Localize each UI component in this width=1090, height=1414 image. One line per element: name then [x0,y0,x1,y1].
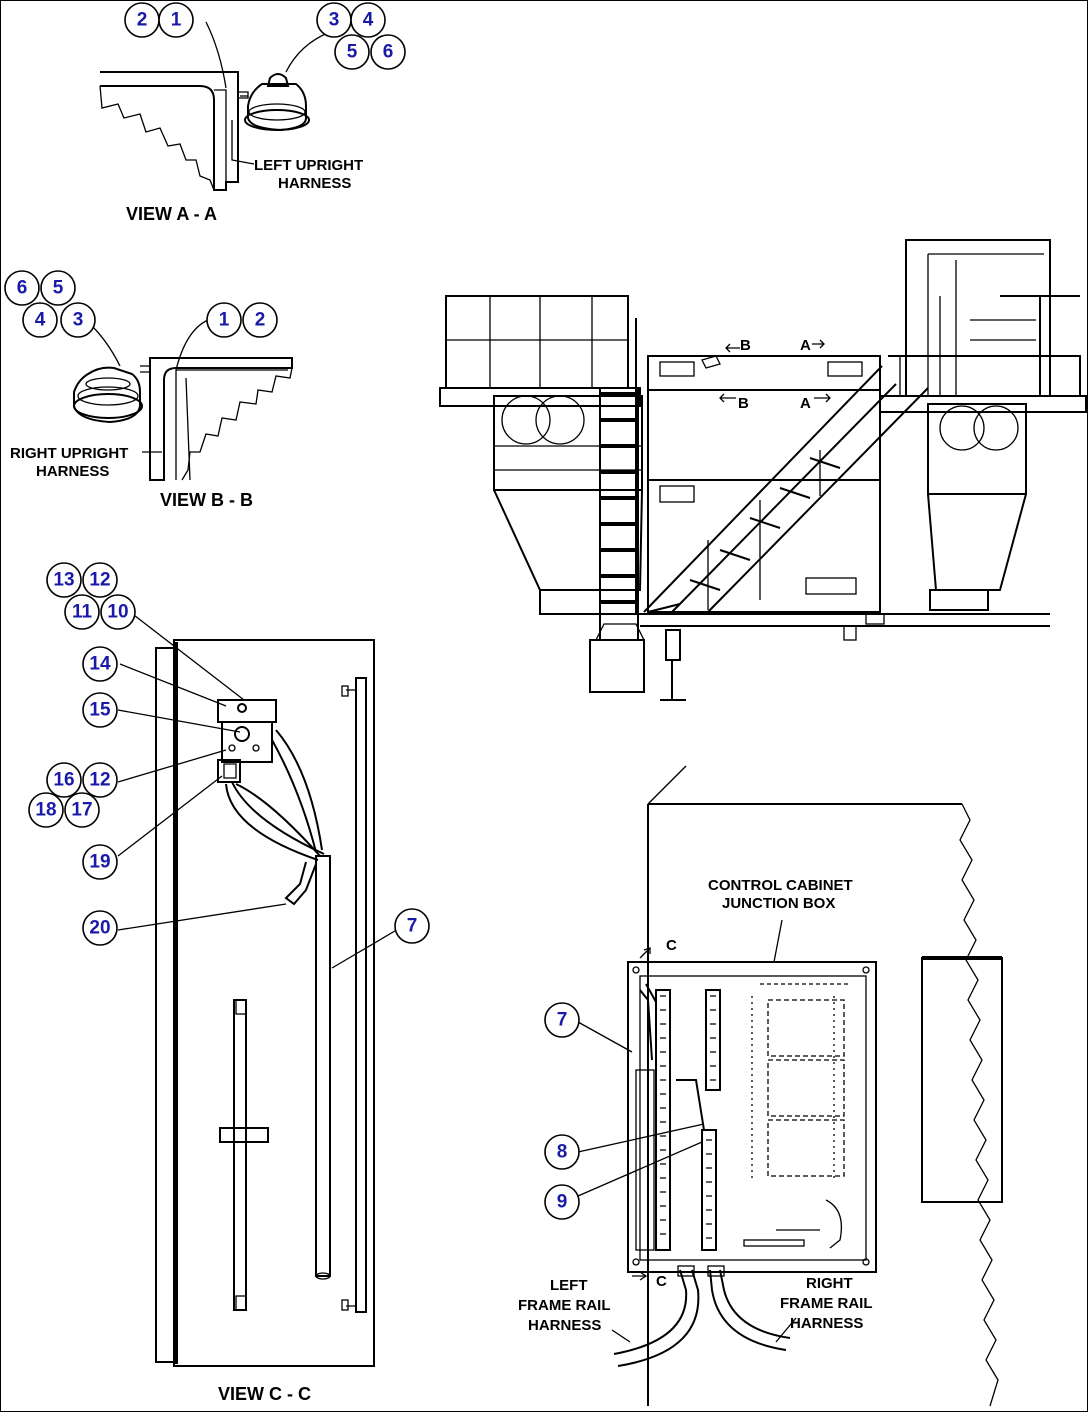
terminal-strip [219,999,269,1311]
callout-bubble: 6 [370,34,406,70]
svg-text:1: 1 [219,310,230,331]
left-upright-label-2: HARNESS [278,175,351,192]
callout-bubble: 18 [28,792,64,828]
callout-bubble: 7 [394,908,430,944]
svg-text:2: 2 [255,310,266,331]
marker-b-mid: B [738,395,749,412]
svg-text:5: 5 [53,278,64,299]
svg-text:19: 19 [89,852,110,873]
callout-bubble: 11 [64,594,100,630]
control-cabinet-label-2: JUNCTION BOX [722,895,835,912]
right-frame-label-1: RIGHT [806,1275,853,1292]
svg-text:6: 6 [17,278,28,299]
svg-text:4: 4 [35,310,46,331]
svg-text:14: 14 [89,654,111,675]
svg-text:8: 8 [557,1142,568,1163]
horn-right [73,366,143,424]
callout-bubble: 7 [544,1002,580,1038]
view-c-c-label: VIEW C - C [218,1384,311,1404]
svg-text:9: 9 [557,1192,568,1213]
svg-text:1: 1 [171,10,182,31]
svg-text:15: 15 [89,700,111,721]
svg-text:4: 4 [363,10,374,31]
view-a-a: LEFT UPRIGHT HARNESS VIEW A - A [99,21,363,224]
callout-bubble: 12 [82,562,118,598]
callout-bubble: 5 [40,270,76,306]
view-c-c: VIEW C - C [117,611,401,1404]
svg-text:3: 3 [73,310,84,331]
svg-text:10: 10 [107,602,128,623]
control-cabinet-label-1: CONTROL CABINET [708,877,853,894]
right-frame-label-2: FRAME RAIL [780,1295,873,1312]
callout-bubble: 14 [82,646,118,682]
callout-bubble: 9 [544,1184,580,1220]
svg-text:13: 13 [53,570,74,591]
callout-bubble: 12 [82,762,118,798]
svg-text:7: 7 [557,1010,568,1031]
svg-text:12: 12 [89,570,110,591]
callout-bubble: 3 [60,302,96,338]
svg-text:17: 17 [71,800,92,821]
svg-text:18: 18 [35,800,56,821]
svg-text:11: 11 [72,602,93,623]
callout-bubble: 10 [100,594,136,630]
marker-c-bot: C [656,1273,667,1290]
marker-b-top: B [740,337,751,354]
marker-c-top: C [666,937,677,954]
callout-bubble: 4 [22,302,58,338]
view-b-b: RIGHT UPRIGHT HARNESS VIEW B - B [10,319,293,510]
marker-a-top: A [800,337,811,354]
view-b-b-label: VIEW B - B [160,490,253,510]
callout-bubble: 1 [158,2,194,38]
svg-text:12: 12 [89,770,110,791]
callout-bubble: 8 [544,1134,580,1170]
right-upright-label-2: HARNESS [36,463,109,480]
left-frame-label-1: LEFT [550,1277,588,1294]
svg-text:6: 6 [383,42,394,63]
callout-bubble: 2 [124,2,160,38]
svg-text:2: 2 [137,10,148,31]
svg-text:16: 16 [53,770,74,791]
callout-bubble: 5 [334,34,370,70]
callout-bubble: 3 [316,2,352,38]
left-upright-label-1: LEFT UPRIGHT [254,157,363,174]
right-upright-label-1: RIGHT UPRIGHT [10,445,128,462]
left-frame-label-3: HARNESS [528,1317,601,1334]
callout-bubble: 19 [82,844,118,880]
callout-bubble: 4 [350,2,386,38]
machine-view: B A B A [439,239,1087,701]
svg-text:7: 7 [407,916,418,937]
callout-bubble: 20 [82,910,118,946]
callout-bubble: 13 [46,562,82,598]
svg-text:5: 5 [347,42,358,63]
callout-bubble: 1 [206,302,242,338]
callouts: 2 1 3 4 5 6 6 5 4 3 1 2 13 12 11 10 14 1… [4,2,580,1220]
right-frame-label-3: HARNESS [790,1315,863,1332]
switch-assembly [217,699,277,783]
marker-a-mid: A [800,395,811,412]
callout-bubble: 6 [4,270,40,306]
left-frame-label-2: FRAME RAIL [518,1297,611,1314]
svg-text:20: 20 [89,918,110,939]
callout-bubble: 17 [64,792,100,828]
svg-text:3: 3 [329,10,340,31]
callout-bubble: 2 [242,302,278,338]
callout-bubble: 15 [82,692,118,728]
horn-left [240,73,310,132]
junction-box-view: C C CONTROL CABINET JUNCTION BOX LEFT FR… [518,765,1003,1407]
callout-bubble: 16 [46,762,82,798]
view-a-a-label: VIEW A - A [126,204,217,224]
